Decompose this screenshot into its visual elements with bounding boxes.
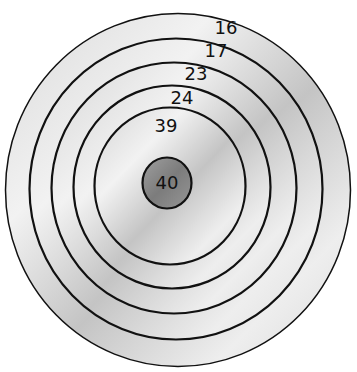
ring-band: 161723243940 xyxy=(4,12,352,368)
ring-circle xyxy=(52,63,297,314)
ring-number: 40 xyxy=(156,174,179,192)
ring-number: 24 xyxy=(171,89,194,107)
ring-band: 24 39 40 xyxy=(72,84,272,290)
ring-number: 16 xyxy=(215,19,238,37)
ring-band: 1723243940 xyxy=(28,37,324,341)
ring-number: 23 xyxy=(185,65,208,83)
ring-number: 17 xyxy=(205,42,228,60)
ring-band: 40 xyxy=(141,156,193,210)
ring-circle xyxy=(6,14,351,367)
ring-circle xyxy=(143,158,192,209)
ring-circle xyxy=(95,108,246,265)
ring-number: 39 xyxy=(155,117,178,135)
ring-band: 23 24 39 40 xyxy=(50,61,298,315)
ring-circle xyxy=(74,86,271,289)
ring-band: 39 40 xyxy=(93,106,247,266)
ring-circle xyxy=(30,39,323,340)
